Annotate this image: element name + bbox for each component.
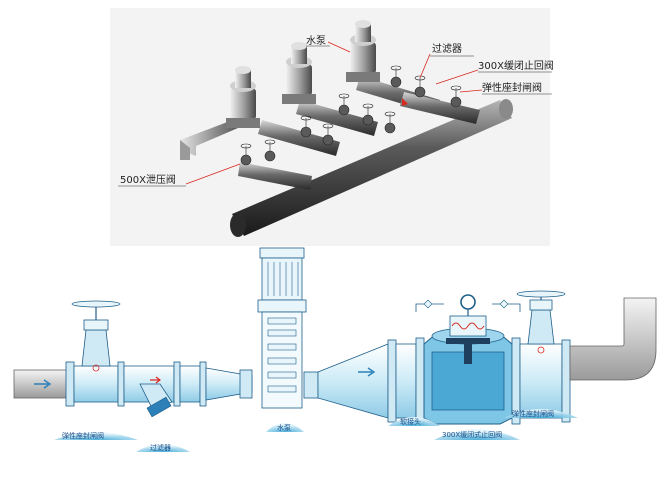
section-label-waves	[54, 409, 578, 452]
section-label-gate-valve-left: 弹性座封闸阀	[62, 431, 104, 440]
section-label-check-valve: 300X缓闭式止回阀	[442, 430, 502, 439]
iso-flow-arrow-icon	[402, 98, 408, 106]
outlet-pipe	[569, 297, 657, 381]
vertical-pump	[257, 247, 307, 409]
pump-2	[282, 42, 316, 104]
iso-label-check-valve: 300X缓闭止回阀	[478, 59, 554, 72]
discharge-flow-arrow-icon	[358, 367, 376, 377]
discharge-cone	[303, 339, 417, 423]
pump-3	[346, 20, 380, 82]
gate-valve-left	[71, 300, 125, 407]
section-label-flex-joint: 软接头	[400, 417, 421, 426]
section-label-pump: 水泵	[277, 423, 291, 432]
pump-suction-pipe	[179, 361, 253, 407]
iso-leader-lines	[185, 41, 483, 185]
iso-valves	[240, 65, 462, 166]
isometric-view: 水泵 过滤器 300X缓闭止回阀 弹性座封闸阀 500X泄压阀	[110, 8, 554, 246]
iso-label-underlines	[118, 45, 552, 187]
y-filter	[123, 361, 181, 418]
iso-label-relief-valve: 500X泄压阀	[120, 173, 176, 186]
check-valve	[415, 294, 521, 425]
iso-label-filter: 过滤器	[432, 42, 462, 55]
iso-label-gate-valve: 弹性座封闸阀	[482, 81, 542, 94]
section-label-gate-valve-right: 弹性座封闸阀	[512, 409, 554, 418]
inlet-pipe	[13, 361, 75, 407]
gate-valve-right	[516, 290, 571, 423]
section-label-filter: 过滤器	[150, 443, 171, 452]
section-view: 弹性座封闸阀 过滤器 水泵 软接头 300X缓闭式止回阀 弹性座封闸阀	[13, 247, 657, 452]
filter-flow-arrow-icon	[150, 376, 161, 384]
pump-1	[226, 66, 260, 128]
main-header-pipe	[230, 99, 513, 237]
iso-label-pump: 水泵	[306, 35, 326, 47]
inlet-flow-arrow-icon	[34, 379, 52, 389]
branch-pipes	[238, 76, 480, 190]
